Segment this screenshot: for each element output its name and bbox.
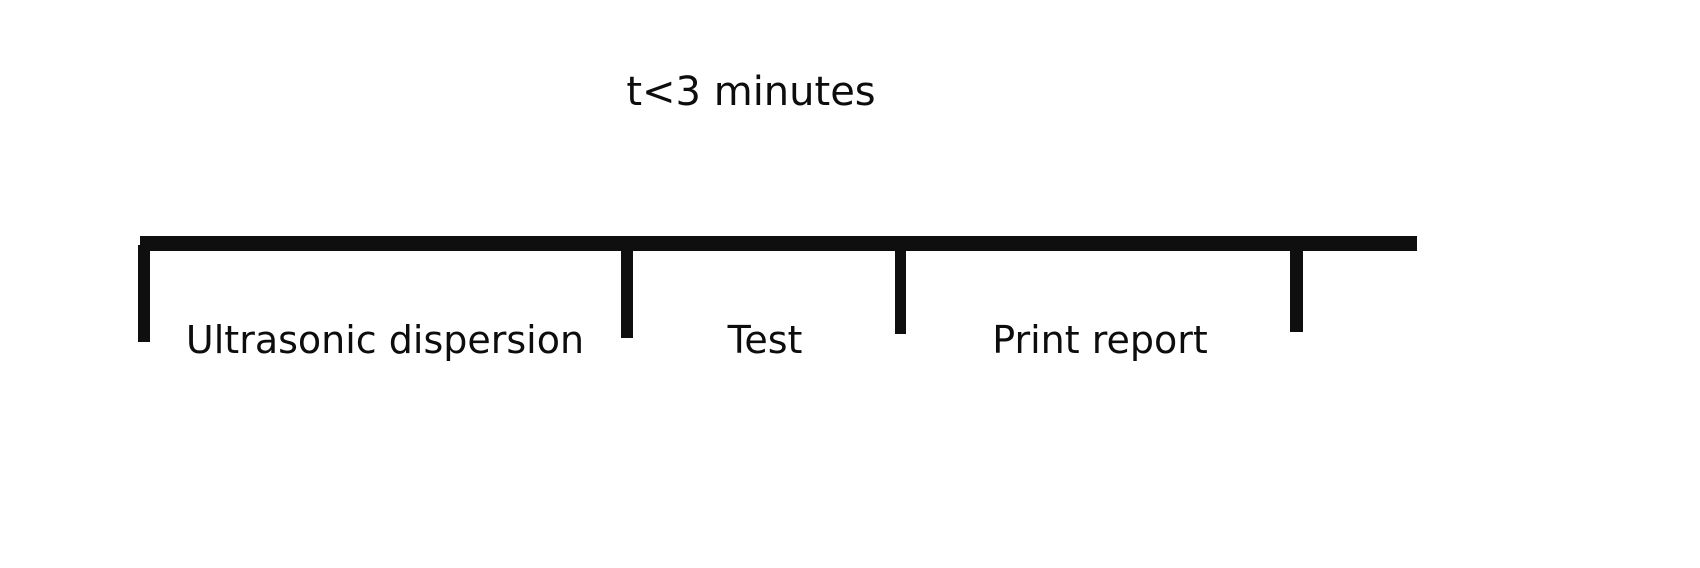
- divider-tick-2: [895, 245, 906, 334]
- start-tick: [138, 245, 150, 342]
- segment-label-ultrasonic-dispersion: Ultrasonic dispersion: [185, 318, 585, 362]
- segment-label-test: Test: [727, 318, 803, 362]
- timeline-bar: [140, 236, 1417, 251]
- divider-tick-1: [621, 245, 633, 338]
- end-tick: [1290, 245, 1303, 332]
- page-title: t<3 minutes: [626, 69, 876, 115]
- segment-label-print-report: Print report: [992, 318, 1208, 362]
